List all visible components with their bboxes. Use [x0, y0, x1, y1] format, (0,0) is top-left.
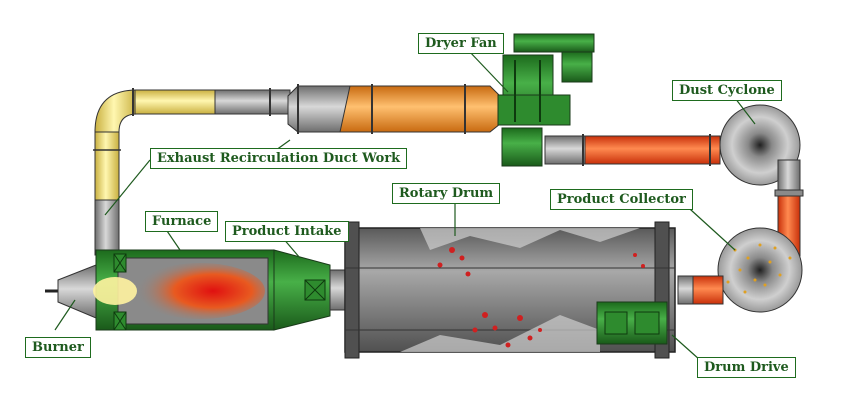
leader-lines [54, 49, 756, 361]
dryer-fan [497, 33, 595, 167]
label-product-collector: Product Collector [550, 189, 693, 210]
fan-inlet-duct [287, 84, 501, 134]
label-exhaust-recirculation-duct: Exhaust Recirculation Duct Work [150, 148, 408, 169]
product-intake [273, 249, 346, 331]
furnace [93, 249, 275, 331]
rotary-drum [344, 221, 676, 359]
exhaust-duct-elbow [94, 89, 138, 133]
fan-to-cyclone-duct [544, 134, 721, 166]
label-drum-drive: Drum Drive [697, 357, 796, 378]
drum-drive [596, 301, 668, 345]
label-rotary-drum: Rotary Drum [392, 183, 501, 204]
label-burner: Burner [25, 337, 91, 358]
exhaust-duct-horizontal [132, 88, 291, 116]
label-dust-cyclone: Dust Cyclone [672, 80, 782, 101]
exhaust-duct-riser [93, 129, 121, 256]
label-dryer-fan: Dryer Fan [418, 33, 504, 54]
product-collector [717, 227, 803, 313]
drum-exit-duct [677, 275, 724, 305]
label-furnace: Furnace [145, 211, 219, 232]
label-product-intake: Product Intake [225, 221, 349, 242]
dust-cyclone [719, 104, 804, 201]
burner [45, 264, 97, 319]
